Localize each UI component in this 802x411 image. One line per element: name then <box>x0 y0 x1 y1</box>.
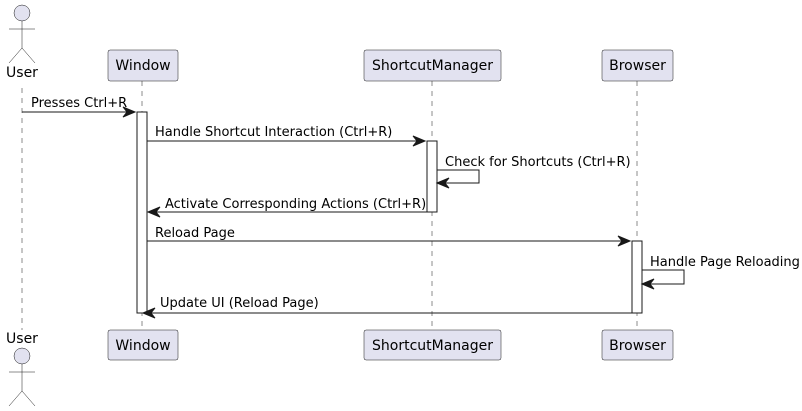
message-label: Update UI (Reload Page) <box>160 296 319 311</box>
user-actor-top: User <box>6 4 38 81</box>
window-label-bottom: Window <box>115 338 170 354</box>
shortcut-manager-label-top: ShortcutManager <box>372 58 493 74</box>
user-label-top: User <box>6 65 38 81</box>
window-participant-top: Window <box>107 49 179 82</box>
message-check-for-shortcuts: Check for Shortcuts (Ctrl+R) <box>435 155 631 189</box>
message-label: Presses Ctrl+R <box>31 96 127 111</box>
browser-participant-top: Browser <box>601 49 674 82</box>
message-update-ui: Update UI (Reload Page) <box>141 296 632 319</box>
shortcut-manager-participant-top: ShortcutManager <box>363 49 502 82</box>
browser-label-top: Browser <box>609 58 666 74</box>
shortcut-manager-activation <box>426 140 438 213</box>
shortcut-manager-label-bottom: ShortcutManager <box>372 338 493 354</box>
window-label-top: Window <box>115 58 170 74</box>
user-actor-head <box>13 4 31 22</box>
message-activate-corresponding-actions: Activate Corresponding Actions (Ctrl+R) <box>146 197 427 218</box>
shortcut-manager-participant-bottom: ShortcutManager <box>363 329 502 361</box>
message-label: Reload Page <box>155 226 235 241</box>
message-reload-page: Reload Page <box>147 226 632 247</box>
user-actor-bottom: User <box>6 331 38 407</box>
message-handle-shortcut-interaction: Handle Shortcut Interaction (Ctrl+R) <box>147 125 427 147</box>
window-activation <box>136 111 148 314</box>
browser-participant-bottom: Browser <box>601 329 674 361</box>
message-label: Handle Shortcut Interaction (Ctrl+R) <box>155 125 392 140</box>
window-participant-bottom: Window <box>107 329 179 361</box>
browser-activation <box>631 240 643 314</box>
user-label-bottom: User <box>6 331 38 347</box>
user-actor-head <box>13 347 31 365</box>
message-label: Handle Page Reloading <box>650 255 800 270</box>
browser-label-bottom: Browser <box>609 338 666 354</box>
message-label: Check for Shortcuts (Ctrl+R) <box>445 155 631 170</box>
message-handle-page-reloading: Handle Page Reloading <box>640 255 800 290</box>
message-presses-ctrl-r: Presses Ctrl+R <box>22 96 137 118</box>
message-label: Activate Corresponding Actions (Ctrl+R) <box>165 197 426 212</box>
